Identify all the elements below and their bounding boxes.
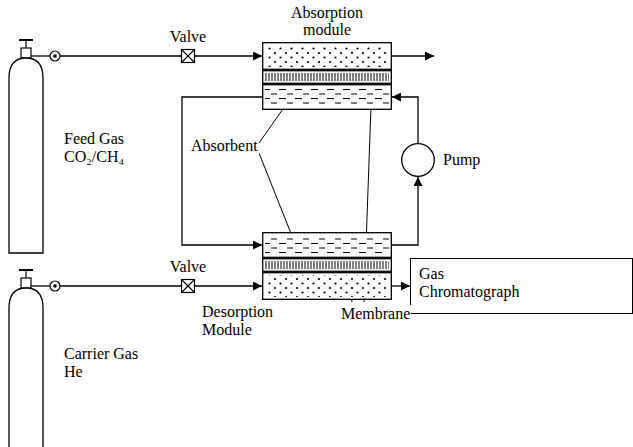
absorbent-label: Absorbent xyxy=(190,137,259,155)
flow-line xyxy=(392,97,418,143)
gas-chamber-ground xyxy=(263,43,392,70)
valve-handle xyxy=(19,39,33,41)
leader-line xyxy=(259,106,285,143)
outlet-pipe xyxy=(31,285,50,286)
leader-line xyxy=(259,153,292,236)
regulator-dot xyxy=(53,54,57,58)
pump-circle xyxy=(402,144,435,177)
outlet-arrow xyxy=(392,55,434,56)
regulator-knob xyxy=(50,281,60,291)
regulator-dot xyxy=(53,284,57,288)
gas-chamber xyxy=(265,275,389,297)
cylinder-neck xyxy=(21,48,31,58)
pump-symbol: Pump xyxy=(401,143,435,177)
node-text: Gas Chromatograph xyxy=(411,259,537,306)
membrane-layer-outline xyxy=(263,259,392,272)
flow-line xyxy=(60,285,181,286)
gas-chamber-outline xyxy=(263,43,392,70)
valve-body xyxy=(182,50,195,63)
cyl-drawing xyxy=(8,36,60,248)
valve-stem xyxy=(25,270,26,278)
absorption-module: Absorption module xyxy=(262,42,392,110)
pump-drawing xyxy=(401,143,435,177)
gas-chamber-outline xyxy=(263,273,392,300)
membrane-layer xyxy=(265,73,389,81)
node-text: Valve xyxy=(170,258,206,276)
liquid-chamber-ground xyxy=(263,233,392,258)
flow-line xyxy=(392,285,410,286)
desorption-module: Desorption Module xyxy=(262,232,392,300)
liquid-chamber-ground xyxy=(263,85,392,110)
outlet-pipe xyxy=(31,55,50,56)
valve-drawing xyxy=(181,49,195,63)
membrane-layer-ground xyxy=(263,71,392,84)
gas-chamber xyxy=(265,45,389,67)
valve-body xyxy=(182,280,195,293)
valve-handle xyxy=(19,269,33,271)
cylinder-body xyxy=(9,58,43,253)
valve-symbol: Valve xyxy=(181,49,195,63)
membrane-label: Membrane xyxy=(340,305,411,323)
node-text: Absorption module xyxy=(272,4,382,39)
flow-line xyxy=(195,285,262,286)
liquid-chamber xyxy=(265,87,389,107)
node-text: Feed Gas CO₂/CH₄ xyxy=(64,130,154,165)
valve-symbol: Valve xyxy=(181,279,195,293)
gas-cylinder: Feed Gas CO₂/CH₄ xyxy=(8,36,60,248)
liquid-chamber-outline xyxy=(263,85,392,110)
instrument-box: Gas Chromatograph xyxy=(410,258,633,314)
flow-line xyxy=(392,177,418,245)
membrane-layer-outline xyxy=(263,71,392,84)
valve-cross xyxy=(182,280,194,292)
node-text: Carrier Gas He xyxy=(64,345,149,380)
node-text: Desorption Module xyxy=(202,303,282,338)
cyl-drawing xyxy=(8,266,60,447)
flow-line xyxy=(195,55,262,56)
cylinder-neck xyxy=(21,278,31,288)
node-text: Valve xyxy=(170,28,206,46)
des-drawing xyxy=(262,232,392,300)
liquid-chamber xyxy=(265,235,389,255)
valve-stem xyxy=(25,40,26,48)
liquid-chamber-outline xyxy=(263,233,392,258)
gas-chamber-ground xyxy=(263,273,392,300)
valve-cross xyxy=(182,50,194,62)
membrane-layer-ground xyxy=(263,259,392,272)
abs-drawing xyxy=(262,42,392,110)
membrane-layer xyxy=(265,261,389,269)
node-text: Pump xyxy=(443,151,480,169)
regulator-knob xyxy=(50,51,60,61)
flow-line xyxy=(182,97,262,245)
valve-drawing xyxy=(181,279,195,293)
gas-cylinder: Carrier Gas He xyxy=(8,266,60,447)
flow-line xyxy=(60,55,181,56)
cylinder-body xyxy=(9,288,43,447)
